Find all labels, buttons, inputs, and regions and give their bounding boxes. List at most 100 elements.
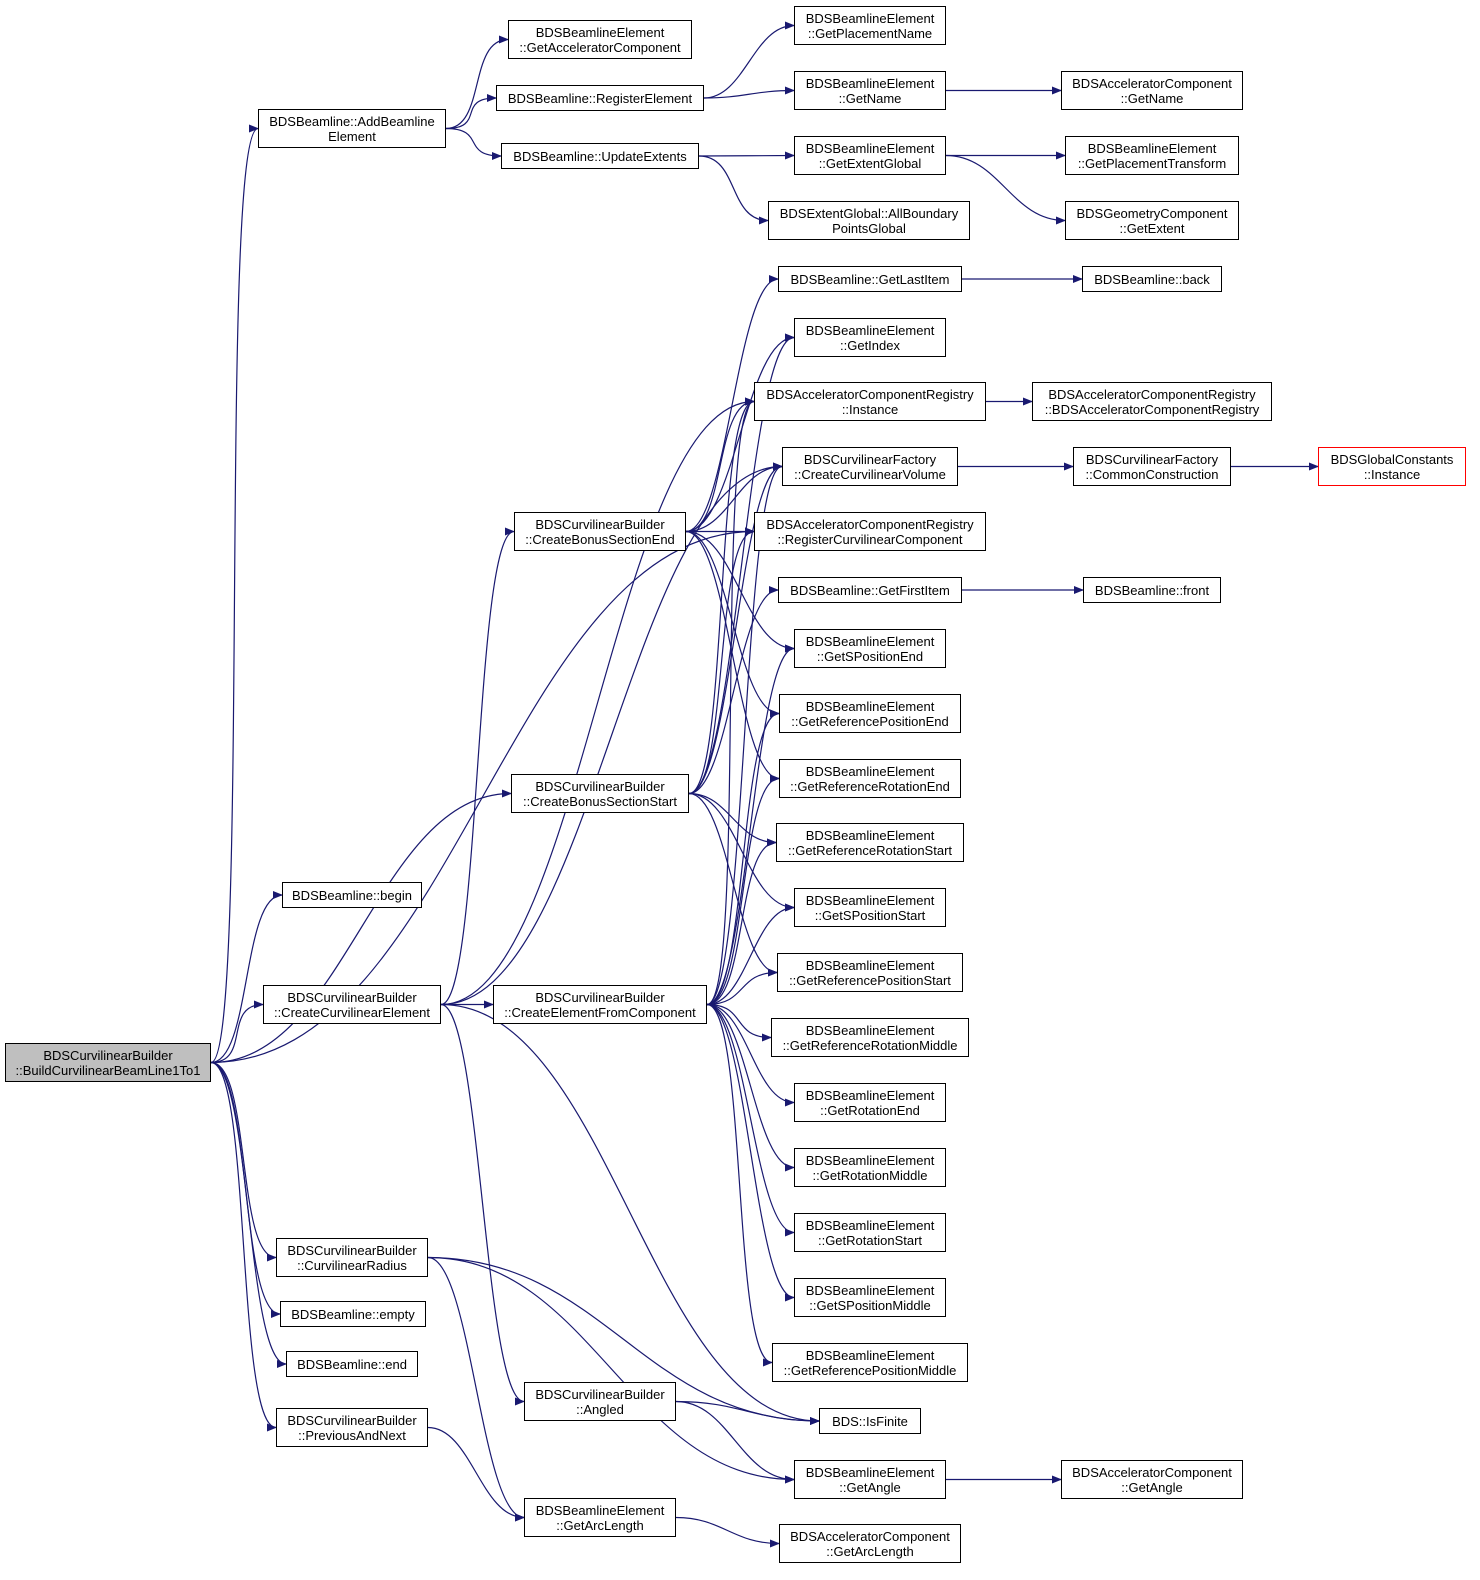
edge-bonusStart-to-regInst (688, 397, 755, 795)
node-component-get-arc-length[interactable]: BDSAcceleratorComponent::GetArcLength (779, 1524, 961, 1563)
edge-bonusStart-to-refPosStart (688, 792, 778, 977)
edge-angled-to-isFinite (675, 1400, 820, 1425)
node-curvilinear-radius[interactable]: BDSCurvilinearBuilder::CurvilinearRadius (276, 1238, 428, 1277)
node-register-curvilinear-component[interactable]: BDSAcceleratorComponentRegistry::Registe… (754, 512, 986, 551)
node-get-placement-name[interactable]: BDSBeamlineElement::GetPlacementName (794, 6, 946, 45)
node-get-index[interactable]: BDSBeamlineElement::GetIndex (794, 318, 946, 357)
node-element-get-arc-length[interactable]: BDSBeamlineElement::GetArcLength (524, 1498, 676, 1537)
node-is-finite[interactable]: BDS::IsFinite (819, 1408, 921, 1434)
node-get-reference-position-start[interactable]: BDSBeamlineElement::GetReferencePosition… (777, 953, 963, 992)
edge-elemFromComp-to-refPosStart (706, 968, 778, 1006)
edge-build-to-curvRadius (210, 1061, 277, 1262)
edge-addbl-to-getAccComp (445, 35, 509, 130)
node-element-get-angle[interactable]: BDSBeamlineElement::GetAngle (794, 1460, 946, 1499)
node-create-curvilinear-volume[interactable]: BDSCurvilinearFactory::CreateCurvilinear… (782, 447, 958, 486)
node-register-element[interactable]: BDSBeamline::RegisterElement (496, 85, 704, 111)
edge-bonusStart-to-sPosStart (688, 792, 795, 912)
edge-createCE-to-createCV (440, 462, 783, 1006)
edge-updExt-to-allBound (698, 155, 769, 225)
edge-bonusEnd-to-regInst (685, 397, 755, 533)
node-get-reference-rotation-end[interactable]: BDSBeamlineElement::GetReferenceRotation… (779, 759, 961, 798)
node-create-element-from-component[interactable]: BDSCurvilinearBuilder::CreateElementFrom… (493, 985, 707, 1024)
edge-bonusEnd-to-getIndex (685, 333, 795, 533)
node-get-reference-position-end[interactable]: BDSBeamlineElement::GetReferencePosition… (779, 694, 961, 733)
edge-elemFromComp-to-rotMid (706, 1003, 795, 1172)
node-beamline-end[interactable]: BDSBeamline::end (286, 1351, 418, 1377)
node-component-get-name[interactable]: BDSAcceleratorComponent::GetName (1061, 71, 1243, 110)
node-beamline-front[interactable]: BDSBeamline::front (1083, 577, 1221, 603)
edge-build-to-begin (210, 891, 283, 1064)
edge-prevNext-to-arcLen (427, 1426, 525, 1522)
edge-addbl-to-updExt (445, 127, 502, 160)
node-get-s-position-middle[interactable]: BDSBeamlineElement::GetSPositionMiddle (794, 1278, 946, 1317)
edge-bonusStart-to-refRotStart (688, 792, 777, 847)
node-beamline-empty[interactable]: BDSBeamline::empty (280, 1301, 426, 1327)
node-get-s-position-end[interactable]: BDSBeamlineElement::GetSPositionEnd (794, 629, 946, 668)
node-get-accelerator-component[interactable]: BDSBeamlineElement::GetAcceleratorCompon… (508, 20, 692, 59)
edge-addbl-to-regElem (445, 94, 497, 130)
node-previous-and-next[interactable]: BDSCurvilinearBuilder::PreviousAndNext (276, 1408, 428, 1447)
edge-elemFromComp-to-refRotStart (706, 838, 777, 1006)
edge-elemFromComp-to-refRotEnd (706, 774, 780, 1006)
node-get-reference-position-middle[interactable]: BDSBeamlineElement::GetReferencePosition… (772, 1343, 968, 1382)
node-get-last-item[interactable]: BDSBeamline::GetLastItem (778, 266, 962, 292)
edge-curvRadius-to-getAngle (427, 1256, 795, 1484)
edge-elemFromComp-to-rotEnd (706, 1003, 795, 1107)
edge-build-to-end (210, 1061, 287, 1368)
edge-elemFromComp-to-regInst (706, 397, 755, 1006)
node-get-extent-global[interactable]: BDSBeamlineElement::GetExtentGlobal (794, 136, 946, 175)
edge-curvRadius-to-arcLen (427, 1256, 525, 1522)
edge-angled-to-getAngle (675, 1400, 795, 1484)
edge-regElem-to-placeName (703, 21, 795, 99)
node-registry-instance[interactable]: BDSAcceleratorComponentRegistry::Instanc… (754, 382, 986, 421)
edge-bonusStart-to-regCurvComp (688, 527, 755, 795)
edge-elemFromComp-to-sPosStart (706, 903, 795, 1006)
node-global-constants-instance[interactable]: BDSGlobalConstants::Instance (1318, 447, 1466, 486)
node-geometry-get-extent[interactable]: BDSGeometryComponent::GetExtent (1065, 201, 1239, 240)
edge-layer (210, 21, 1319, 1548)
node-beamline-back[interactable]: BDSBeamline::back (1082, 266, 1222, 292)
edge-bonusEnd-to-lastItem (685, 275, 779, 533)
edge-build-to-regCurvComp (210, 527, 755, 1064)
node-create-bonus-section-start[interactable]: BDSCurvilinearBuilder::CreateBonusSectio… (511, 774, 689, 813)
edge-bonusEnd-to-refRotEnd (685, 530, 780, 783)
edge-bonusEnd-to-refPosEnd (685, 530, 780, 718)
edge-bonusEnd-to-sPosEnd (685, 530, 795, 653)
node-component-get-angle[interactable]: BDSAcceleratorComponent::GetAngle (1061, 1460, 1243, 1499)
edge-bonusStart-to-firstItem (688, 586, 779, 795)
node-get-first-item[interactable]: BDSBeamline::GetFirstItem (778, 577, 962, 603)
edge-build-to-prevNext (210, 1061, 277, 1432)
node-get-rotation-start[interactable]: BDSBeamlineElement::GetRotationStart (794, 1213, 946, 1252)
edge-createCE-to-bonusEnd (440, 527, 515, 1006)
node-common-construction[interactable]: BDSCurvilinearFactory::CommonConstructio… (1073, 447, 1231, 486)
edge-arcLen-to-accArcLen (675, 1516, 780, 1548)
node-angled[interactable]: BDSCurvilinearBuilder::Angled (524, 1382, 676, 1421)
edge-regElem-to-getName (703, 86, 795, 99)
node-registry-constructor[interactable]: BDSAcceleratorComponentRegistry::BDSAcce… (1032, 382, 1272, 421)
edge-updExt-to-extGlobal (698, 151, 795, 160)
node-get-placement-transform[interactable]: BDSBeamlineElement::GetPlacementTransfor… (1065, 136, 1239, 175)
node-get-reference-rotation-start[interactable]: BDSBeamlineElement::GetReferenceRotation… (776, 823, 964, 862)
edge-elemFromComp-to-createCV (706, 462, 783, 1006)
edge-elemFromComp-to-refPosEnd (706, 709, 780, 1006)
edge-extGlobal-to-geomExtent (945, 154, 1066, 225)
edge-elemFromComp-to-sPosMid (706, 1003, 795, 1302)
edge-build-to-createCE (210, 1000, 264, 1064)
node-get-rotation-end[interactable]: BDSBeamlineElement::GetRotationEnd (794, 1083, 946, 1122)
node-build-curvilinear-beamline[interactable]: BDSCurvilinearBuilder::BuildCurvilinearB… (5, 1043, 211, 1082)
edge-createCE-to-regInst (440, 397, 755, 1006)
node-create-curvilinear-element[interactable]: BDSCurvilinearBuilder::CreateCurvilinear… (263, 985, 441, 1024)
edge-elemFromComp-to-rotStart (706, 1003, 795, 1237)
node-get-s-position-start[interactable]: BDSBeamlineElement::GetSPositionStart (794, 888, 946, 927)
node-get-reference-rotation-middle[interactable]: BDSBeamlineElement::GetReferenceRotation… (771, 1018, 969, 1057)
edge-createCE-to-isFinite (440, 1003, 820, 1425)
node-beamline-begin[interactable]: BDSBeamline::begin (282, 882, 422, 908)
node-get-rotation-middle[interactable]: BDSBeamlineElement::GetRotationMiddle (794, 1148, 946, 1187)
node-create-bonus-section-end[interactable]: BDSCurvilinearBuilder::CreateBonusSectio… (514, 512, 686, 551)
node-element-get-name[interactable]: BDSBeamlineElement::GetName (794, 71, 946, 110)
node-update-extents[interactable]: BDSBeamline::UpdateExtents (501, 143, 699, 169)
